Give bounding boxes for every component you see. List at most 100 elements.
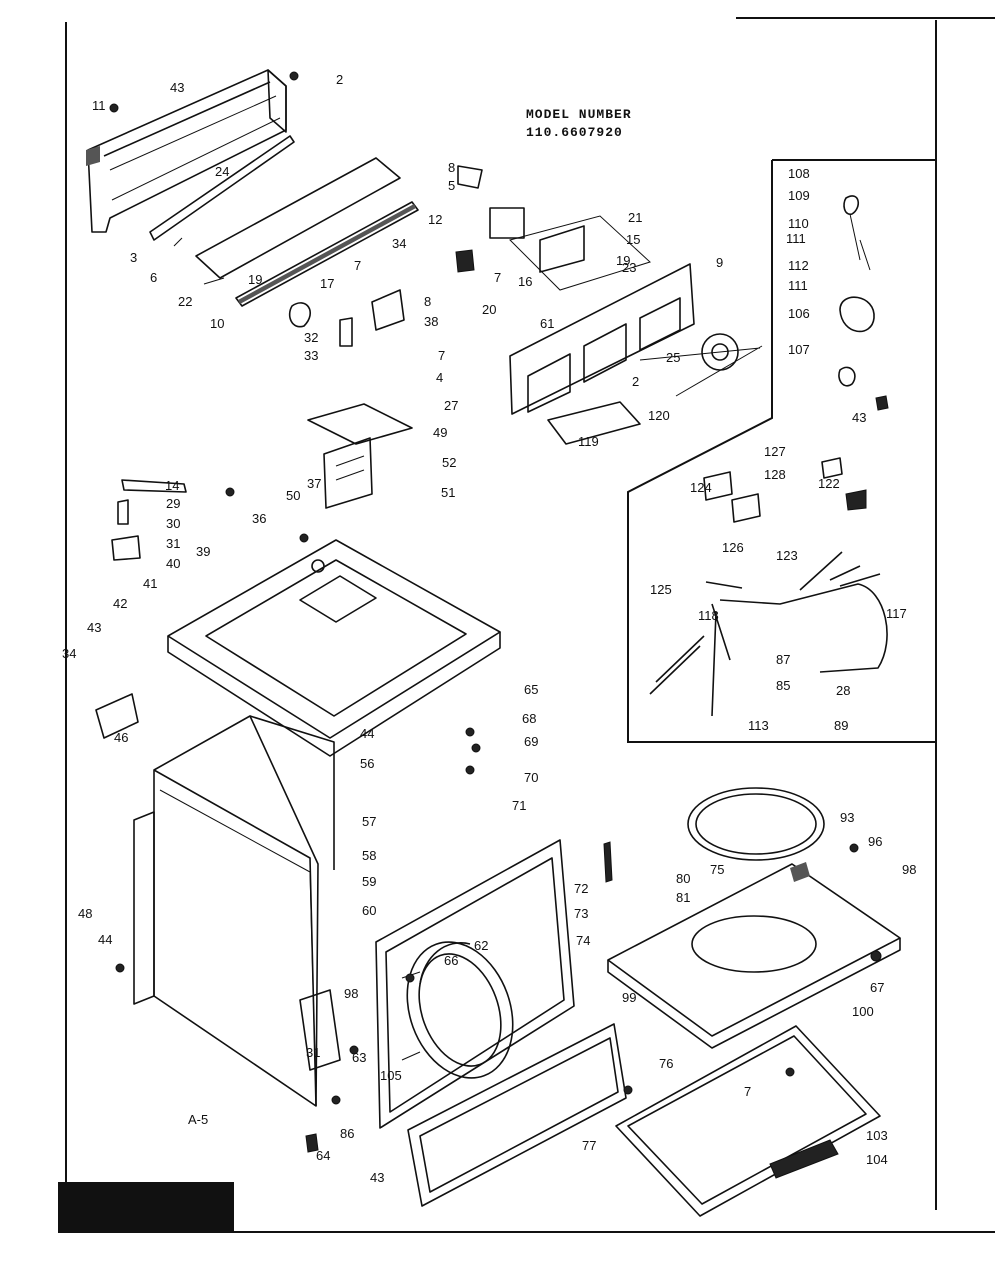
part-label: 113	[748, 718, 769, 733]
part-label: 17	[320, 276, 334, 291]
part-label: 3	[130, 250, 137, 265]
part-label: 125	[650, 582, 672, 597]
part-label: 52	[442, 455, 456, 470]
part-label: 122	[818, 476, 840, 491]
part-label: 49	[433, 425, 447, 440]
part-label: 62	[474, 938, 488, 953]
part-label: 86	[340, 1126, 354, 1141]
part-label: 105	[380, 1068, 402, 1083]
part-label: 14	[165, 478, 179, 493]
part-label: 124	[690, 480, 712, 495]
part-label: 12	[428, 212, 442, 227]
part-label: 59	[362, 874, 376, 889]
part-label: 43	[370, 1170, 384, 1185]
part-label: 118	[698, 608, 719, 623]
part-label: 22	[178, 294, 192, 309]
part-label: 108	[788, 166, 810, 181]
part-label: 31	[166, 536, 180, 551]
front-panel	[375, 839, 575, 1129]
part-label: 76	[659, 1056, 673, 1071]
part-label: 89	[834, 718, 848, 733]
part-label: 68	[522, 711, 536, 726]
part-label: 20	[482, 302, 496, 317]
part-label: 72	[574, 881, 588, 896]
part-label: 69	[524, 734, 538, 749]
part-label: 24	[215, 164, 229, 179]
part-label: 111	[786, 231, 806, 246]
part-label: 100	[852, 1004, 874, 1019]
part-label: 8	[448, 160, 455, 175]
part-label: 25	[666, 350, 680, 365]
part-label: 33	[304, 348, 318, 363]
part-label: 9	[716, 255, 723, 270]
part-label: 15	[626, 232, 640, 247]
part-label: 126	[722, 540, 744, 555]
part-label: 28	[836, 683, 850, 698]
part-label: 109	[788, 188, 810, 203]
part-label: 57	[362, 814, 376, 829]
part-label: 120	[648, 408, 670, 423]
part-label: 110	[788, 216, 809, 231]
part-label: 42	[113, 596, 127, 611]
part-label: 34	[392, 236, 406, 251]
part-label: 11	[92, 98, 106, 113]
part-label: 7	[354, 258, 361, 273]
console-backsplash	[86, 69, 287, 233]
part-label: 43	[87, 620, 101, 635]
part-label: 44	[360, 726, 374, 741]
part-label: 87	[776, 652, 790, 667]
part-label: 43	[170, 80, 184, 95]
part-label: 74	[576, 933, 590, 948]
part-label: 4	[436, 370, 443, 385]
part-label: 5	[448, 178, 455, 193]
part-label: 51	[441, 485, 455, 500]
part-label: 56	[360, 756, 374, 771]
part-label: 104	[866, 1152, 888, 1167]
part-label: 39	[196, 544, 210, 559]
base-assembly	[607, 787, 901, 1217]
part-label: 111	[788, 278, 808, 293]
part-label: 38	[424, 314, 438, 329]
part-label: 50	[286, 488, 300, 503]
part-label: 66	[444, 953, 458, 968]
part-label: 43	[852, 410, 866, 425]
part-label: 98	[344, 986, 358, 1001]
part-label: 71	[512, 798, 526, 813]
part-label: 48	[78, 906, 92, 921]
part-label: 93	[840, 810, 854, 825]
part-label: 75	[710, 862, 724, 877]
part-label: 44	[98, 932, 112, 947]
part-label: 64	[316, 1148, 330, 1163]
part-label: 19	[248, 272, 262, 287]
part-label: 127	[764, 444, 786, 459]
part-label: 98	[902, 862, 916, 877]
hardware-fasteners	[109, 71, 882, 1153]
part-label: 60	[362, 903, 376, 918]
part-label: 73	[574, 906, 588, 921]
part-label: 99	[622, 990, 636, 1005]
part-label: 123	[776, 548, 798, 563]
part-label: 107	[788, 342, 810, 357]
part-label: 96	[868, 834, 882, 849]
part-label: 36	[252, 511, 266, 526]
part-label: 58	[362, 848, 376, 863]
part-label: 85	[776, 678, 790, 693]
part-label: 117	[886, 606, 907, 621]
part-label: 119	[578, 434, 599, 449]
lid-parts	[111, 403, 413, 561]
part-label: 6	[150, 270, 157, 285]
part-label: 112	[788, 258, 809, 273]
page-code: A-5	[188, 1112, 208, 1127]
part-label: 16	[518, 274, 532, 289]
part-label: 128	[764, 467, 786, 482]
part-label: 19	[616, 253, 630, 268]
part-label: 80	[676, 871, 690, 886]
kick-panel	[407, 1023, 627, 1207]
part-label: 23	[622, 260, 636, 275]
part-label: 77	[582, 1138, 596, 1153]
part-label: 40	[166, 556, 180, 571]
model-number: 110.6607920	[526, 125, 623, 140]
part-label: 30	[166, 516, 180, 531]
